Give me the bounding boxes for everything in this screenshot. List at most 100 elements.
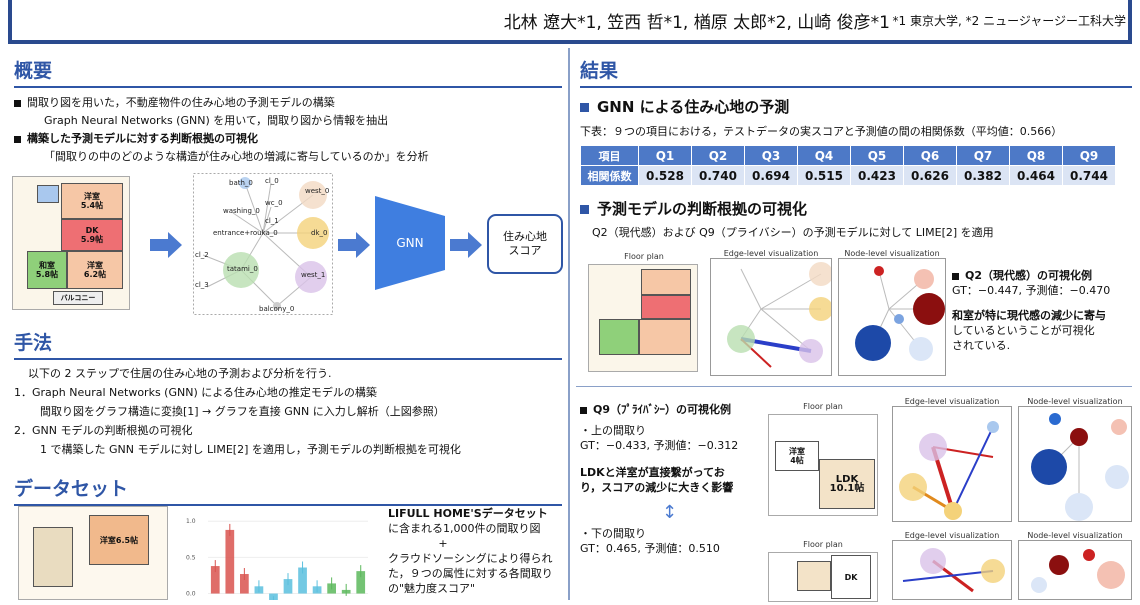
bullet-icon [14, 99, 21, 107]
y-tick-label: 1.0 [186, 518, 196, 525]
column-divider [568, 48, 570, 600]
node-vis-caption: Node-level visualization [844, 249, 940, 258]
results-sub1: GNN による住み心地の予測 [597, 98, 790, 116]
room-dk: DK [831, 555, 871, 599]
graph-node-label: dk_0 [311, 229, 327, 237]
graph-node-label: bath_0 [229, 179, 253, 187]
dataset-plus: + [438, 537, 448, 550]
dataset-section: データセット [14, 474, 562, 506]
results-section: 結果 GNN による住み心地の予測 下表：９つの項目における，テストデータの実ス… [580, 56, 1132, 240]
authors: 北林 遼大*1, 笠西 哲*1, 楢原 太郎*2, 山崎 俊彦*1 [503, 13, 890, 33]
graph-node-label: tatami_0 [227, 265, 258, 273]
square-bullet-icon [580, 103, 589, 112]
table-value-row: 相関係数 0.528 0.740 0.694 0.515 0.423 0.626… [580, 165, 1116, 186]
room-western-1: 洋室 5.4帖 [61, 183, 123, 219]
q9-lower-node-vis: Node-level visualization [1018, 531, 1132, 600]
q9-title: Q9（ﾌﾟﾗｲﾊﾞｼｰ）の可視化例 [593, 403, 732, 416]
overview-section: 概要 間取り図を用いた，不動産物件の住み心地の予測モデルの構築 Graph Ne… [14, 56, 562, 164]
bullet-icon [952, 272, 959, 280]
q9-note1: LDKと洋室が直接繋がってお [580, 466, 725, 479]
q9-upper-gt: GT：−0.433, 予測値：−0.312 [580, 439, 739, 452]
q2-note1: 和室が特に現代感の減少に寄与 [952, 309, 1106, 322]
floor-plan-caption: Floor plan [803, 402, 843, 411]
graph-node-label: wc_0 [265, 199, 283, 207]
table-header-cell: Q4 [797, 145, 851, 166]
graph-node-label: cl_1 [265, 217, 279, 225]
q9-upper-node-vis: Node-level visualization [1018, 397, 1132, 522]
graph-node-label: entrance+rouka_0 [213, 229, 278, 237]
table-header-cell: Q8 [1009, 145, 1063, 166]
graph-node-label: cl_2 [195, 251, 209, 259]
graph-node-label: cl_3 [195, 281, 209, 289]
affiliations: *1 東京大学, *2 ニュージャージー工科大学 [892, 14, 1126, 28]
table-header-cell: Q5 [850, 145, 904, 166]
dataset-room: 洋室6.5帖 [89, 515, 149, 565]
y-tick-label: 0.5 [186, 554, 196, 561]
results-divider [576, 386, 1132, 387]
q9-lower-floor-plan: Floor plan DK [764, 540, 882, 602]
method-step1: 1．Graph Neural Networks (GNN) による住み心地の推定… [14, 386, 377, 399]
method-step2-sub: 1 で構築した GNN モデルに対し LIME[2] を適用し，予測モデルの判断… [40, 443, 461, 456]
room-bath [37, 185, 59, 203]
lime-caption: Q2（現代感）および Q9（プライバシー）の予測モデルに対して LIME[2] … [592, 226, 994, 239]
bar [283, 579, 293, 594]
arrow-right-icon [450, 232, 482, 258]
room-tatami: 和室 5.8帖 [27, 251, 67, 289]
q9-lower-gt: GT：0.465, 予測値：0.510 [580, 542, 720, 555]
bar [356, 571, 366, 594]
dataset-title: データセット [14, 478, 129, 500]
table-cell: 0.382 [956, 165, 1010, 186]
floor-plan-caption: Floor plan [624, 252, 664, 261]
node-vis-caption: Node-level visualization [1027, 397, 1123, 406]
graph-node-label: balcony_0 [259, 305, 294, 313]
room-western [639, 319, 691, 355]
q9-upper-floor-plan: Floor plan 洋室 4帖 LDK 10.1帖 [764, 402, 882, 518]
table-header-row: 項目 Q1 Q2 Q3 Q4 Q5 Q6 Q7 Q8 Q9 [580, 145, 1116, 166]
pipeline-floor-plan: 洋室 5.4帖 DK 5.9帖 和室 5.8帖 洋室 6.2帖 バルコニー [12, 176, 130, 310]
table-cell: 0.464 [1009, 165, 1063, 186]
q9-lower-edge-vis: Edge-level visualization [892, 531, 1012, 600]
poster-header [8, 0, 1132, 44]
overview-bullet2-sub: 「間取りの中のどのような構造が住み心地の増減に寄与しているのか」を分析 [44, 150, 429, 163]
method-intro: 以下の 2 ステップで住居の住み心地の予測および分析を行う. [28, 367, 332, 380]
table-header-cell: Q3 [744, 145, 798, 166]
room-dk [641, 295, 691, 319]
bullet-icon [14, 135, 21, 143]
results-title: 結果 [580, 60, 619, 82]
bullet-icon [580, 406, 587, 414]
graph-node-label: west_1 [301, 271, 325, 279]
results-sub2: 予測モデルの判断根拠の可視化 [597, 200, 808, 218]
q2-note3: されている. [952, 339, 1011, 352]
floor-plan-caption: Floor plan [803, 540, 843, 549]
overview-title: 概要 [14, 60, 53, 82]
q9-upper-edge-vis: Edge-level visualization [892, 397, 1012, 522]
y-tick-label: 0.0 [186, 591, 196, 598]
bar [298, 567, 307, 594]
edge-vis-caption: Edge-level visualization [904, 531, 1000, 540]
table-cell: 0.528 [638, 165, 692, 186]
q2-gt: GT：−0.447, 予測値：−0.470 [952, 284, 1111, 297]
arrow-right-icon [338, 232, 370, 258]
graph-node-label: washing_0 [223, 207, 260, 215]
table-cell: 0.626 [903, 165, 957, 186]
square-bullet-icon [580, 205, 589, 214]
method-title: 手法 [14, 332, 53, 354]
updown-arrow-icon: ↕ [662, 502, 678, 523]
overview-bullet1-sub: Graph Neural Networks (GNN) を用いて，間取り図から情… [44, 114, 389, 127]
room-western [797, 561, 831, 591]
graph-node-label: cl_0 [265, 177, 279, 185]
q2-edge-vis: Edge-level visualization [710, 249, 833, 376]
overview-bullet2: 構築した予測モデルに対する判断根拠の可視化 [27, 132, 258, 145]
room-western-2: 洋室 6.2帖 [67, 251, 123, 289]
q2-node-vis: Node-level visualization [838, 249, 946, 376]
gnn-label: GNN [396, 236, 424, 250]
node-vis-caption: Node-level visualization [1027, 531, 1123, 540]
table-header-cell: 項目 [580, 145, 639, 166]
correlation-table: 項目 Q1 Q2 Q3 Q4 Q5 Q6 Q7 Q8 Q9 相関係数 0.528… [580, 145, 1116, 186]
bar [225, 529, 235, 594]
table-cell: 0.744 [1062, 165, 1116, 186]
method-rule [14, 358, 562, 360]
table-header-cell: Q1 [638, 145, 692, 166]
room-dk: DK 5.9帖 [61, 219, 123, 251]
dataset-line3: クラウドソーシングにより得られた，９つの属性に対する各間取りの"魅力度スコア" [388, 552, 553, 595]
